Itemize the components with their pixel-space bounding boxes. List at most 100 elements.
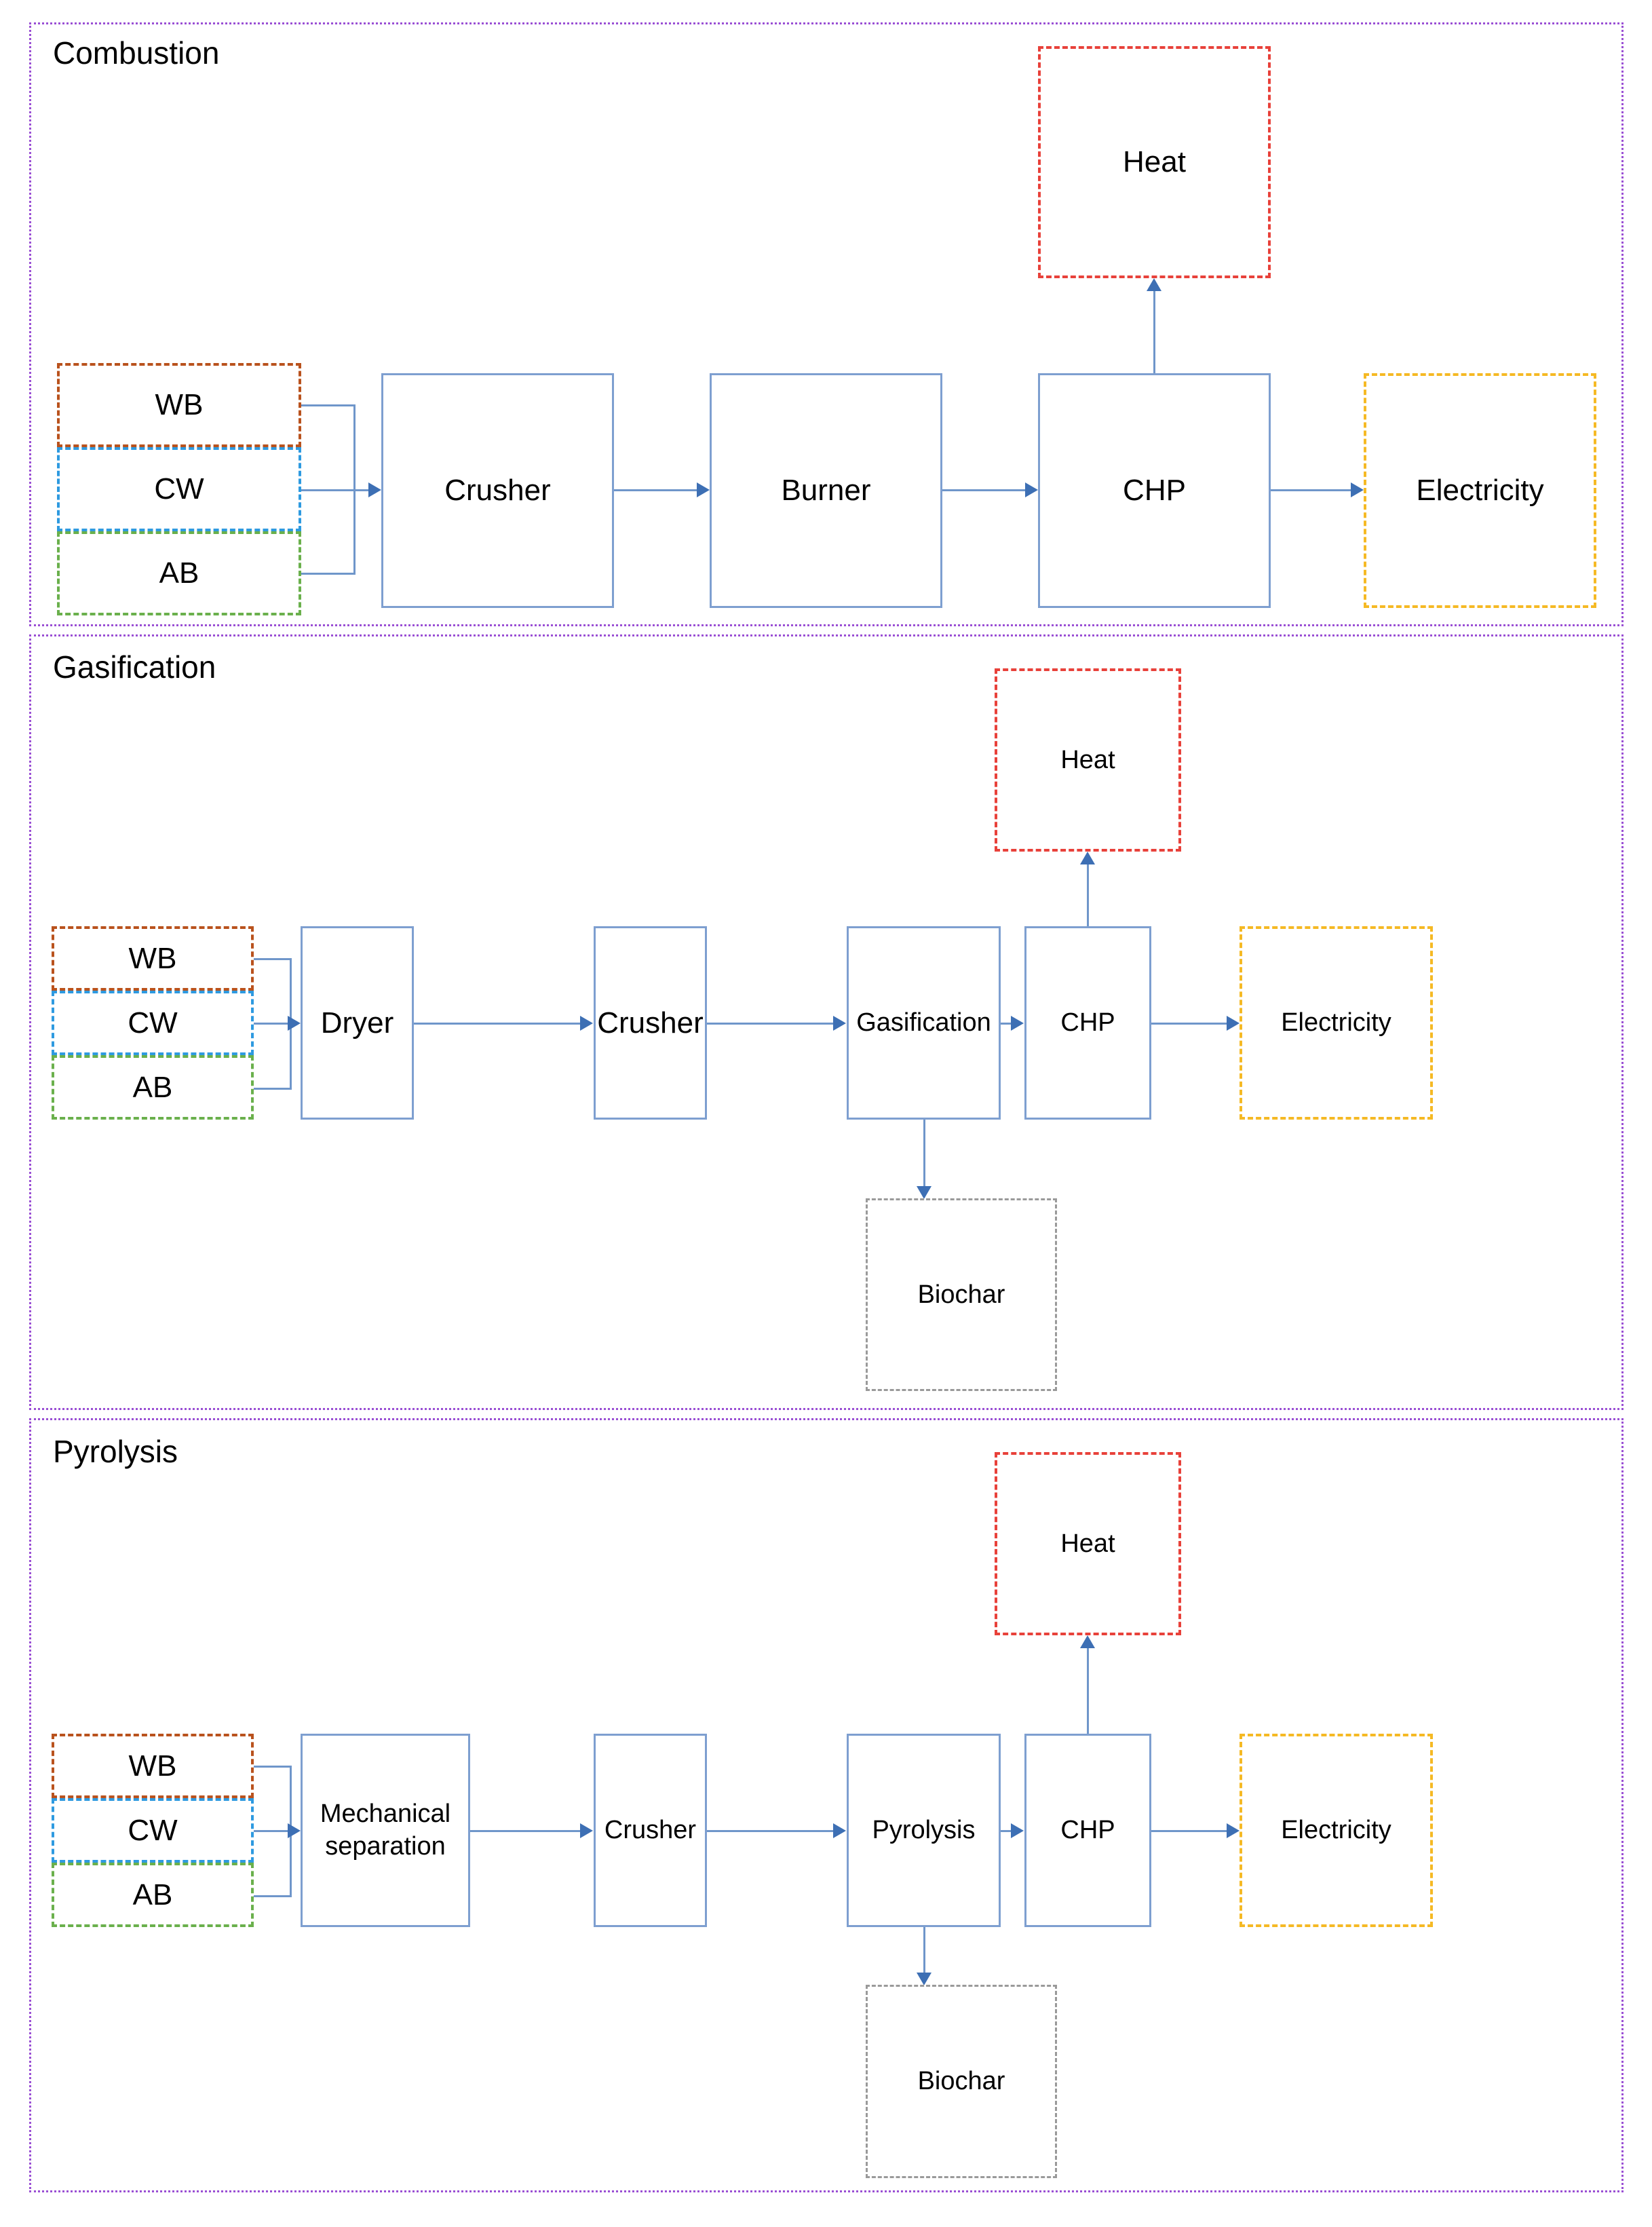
connector-wb-pyrolysis bbox=[254, 1766, 292, 1768]
process-burner-combustion[interactable]: Burner bbox=[710, 373, 942, 608]
process-chp-combustion[interactable]: CHP bbox=[1038, 373, 1271, 608]
connector-ab-gasification bbox=[254, 1088, 292, 1090]
arrowhead-feed-dryer-gasification bbox=[288, 1016, 301, 1031]
feedstock-wb-label: WB bbox=[128, 1749, 177, 1783]
arrowhead-chp-heat-pyrolysis bbox=[1080, 1635, 1095, 1648]
arrowhead-chp-electricity-combustion bbox=[1351, 482, 1364, 497]
feedstock-wb-gasification[interactable]: WB bbox=[52, 926, 254, 991]
arrowhead-chp-electricity-pyrolysis bbox=[1227, 1823, 1240, 1838]
process-chp-gasification[interactable]: CHP bbox=[1024, 926, 1151, 1120]
feedstock-cw-label: CW bbox=[128, 1813, 178, 1847]
arrowhead-feed-mechsep-pyrolysis bbox=[288, 1823, 301, 1838]
output-biochar-gasification[interactable]: Biochar bbox=[866, 1198, 1057, 1391]
panel-combustion bbox=[29, 22, 1624, 626]
connector-burner-chp-combustion bbox=[942, 489, 1025, 491]
arrowhead-crusher-pyrolyzer-pyrolysis bbox=[833, 1823, 846, 1838]
connector-chp-heat-combustion bbox=[1153, 291, 1155, 373]
connector-crusher-burner-combustion bbox=[614, 489, 697, 491]
output-heat-label: Heat bbox=[1123, 145, 1186, 178]
process-dryer-label: Dryer bbox=[320, 1006, 394, 1040]
arrowhead-gasifier-chp-gasification bbox=[1011, 1016, 1024, 1031]
connector-wb-combustion bbox=[301, 404, 356, 406]
arrowhead-burner-chp-combustion bbox=[1025, 482, 1038, 497]
arrowhead-pyrolyzer-chp-pyrolysis bbox=[1011, 1823, 1024, 1838]
process-chp-label: CHP bbox=[1060, 1008, 1115, 1037]
output-heat-combustion[interactable]: Heat bbox=[1038, 46, 1271, 278]
feedstock-ab-label: AB bbox=[132, 1070, 173, 1104]
connector-feed-to-dryer-gasification bbox=[254, 1023, 288, 1025]
arrowhead-crusher-gasifier-gasification bbox=[833, 1016, 846, 1031]
output-electricity-combustion[interactable]: Electricity bbox=[1364, 373, 1596, 608]
process-dryer-gasification[interactable]: Dryer bbox=[301, 926, 414, 1120]
process-crusher-gasification[interactable]: Crusher bbox=[594, 926, 707, 1120]
panel-title-gasification: Gasification bbox=[53, 649, 216, 685]
feedstock-wb-combustion[interactable]: WB bbox=[57, 363, 301, 447]
feedstock-wb-pyrolysis[interactable]: WB bbox=[52, 1734, 254, 1798]
output-electricity-label: Electricity bbox=[1416, 474, 1544, 507]
output-heat-gasification[interactable]: Heat bbox=[995, 668, 1181, 852]
process-crusher-label: Crusher bbox=[597, 1006, 704, 1040]
process-gasification-gasification[interactable]: Gasification bbox=[847, 926, 1001, 1120]
process-crusher-combustion[interactable]: Crusher bbox=[381, 373, 614, 608]
output-biochar-label: Biochar bbox=[917, 1280, 1005, 1309]
panel-pyrolysis bbox=[29, 1418, 1624, 2192]
process-chp-pyrolysis[interactable]: CHP bbox=[1024, 1734, 1151, 1927]
arrowhead-feed-crusher-combustion bbox=[368, 482, 381, 497]
connector-wb-gasification bbox=[254, 958, 292, 960]
feedstock-cw-label: CW bbox=[128, 1006, 178, 1040]
connector-gasifier-biochar-gasification bbox=[923, 1120, 925, 1186]
connector-dryer-crusher-gasification bbox=[414, 1023, 580, 1025]
process-mechanical-separation-label-line1: Mechanical bbox=[320, 1800, 451, 1828]
connector-feed-to-crusher-combustion bbox=[301, 489, 369, 491]
process-crusher-pyrolysis[interactable]: Crusher bbox=[594, 1734, 707, 1927]
connector-crusher-pyrolyzer-pyrolysis bbox=[707, 1830, 833, 1832]
connector-chp-electricity-combustion bbox=[1271, 489, 1351, 491]
feedstock-ab-gasification[interactable]: AB bbox=[52, 1055, 254, 1120]
output-biochar-label: Biochar bbox=[917, 2067, 1005, 2095]
feedstock-cw-pyrolysis[interactable]: CW bbox=[52, 1798, 254, 1863]
connector-chp-heat-gasification bbox=[1087, 864, 1089, 926]
process-chp-label: CHP bbox=[1060, 1816, 1115, 1844]
connector-chp-heat-pyrolysis bbox=[1087, 1648, 1089, 1734]
feedstock-ab-combustion[interactable]: AB bbox=[57, 531, 301, 615]
process-mechanical-separation-pyrolysis[interactable]: Mechanical separation bbox=[301, 1734, 470, 1927]
arrowhead-dryer-crusher-gasification bbox=[580, 1016, 593, 1031]
output-electricity-pyrolysis[interactable]: Electricity bbox=[1240, 1734, 1433, 1927]
feedstock-wb-label: WB bbox=[128, 941, 177, 975]
connector-ab-pyrolysis bbox=[254, 1895, 292, 1897]
connector-crusher-gasifier-gasification bbox=[707, 1023, 833, 1025]
connector-ab-combustion bbox=[301, 573, 356, 575]
process-pyrolysis-pyrolysis[interactable]: Pyrolysis bbox=[847, 1734, 1001, 1927]
process-gasification-label: Gasification bbox=[856, 1008, 991, 1037]
process-chp-label: CHP bbox=[1123, 474, 1186, 507]
connector-mechsep-crusher-pyrolysis bbox=[470, 1830, 580, 1832]
connector-pyrolyzer-biochar-pyrolysis bbox=[923, 1927, 925, 1973]
connector-gasifier-chp-gasification bbox=[1001, 1023, 1011, 1025]
panel-gasification bbox=[29, 634, 1624, 1410]
connector-bus-out-combustion bbox=[353, 489, 368, 491]
arrowhead-chp-heat-gasification bbox=[1080, 852, 1095, 864]
feedstock-wb-label: WB bbox=[155, 388, 204, 421]
arrowhead-gasifier-biochar-gasification bbox=[917, 1186, 931, 1199]
output-biochar-pyrolysis[interactable]: Biochar bbox=[866, 1985, 1057, 2178]
feedstock-cw-combustion[interactable]: CW bbox=[57, 447, 301, 531]
connector-chp-electricity-pyrolysis bbox=[1151, 1830, 1227, 1832]
feedstock-cw-label: CW bbox=[154, 472, 204, 506]
connector-feed-to-mechsep-pyrolysis bbox=[254, 1830, 288, 1832]
process-crusher-label: Crusher bbox=[444, 474, 551, 507]
feedstock-ab-pyrolysis[interactable]: AB bbox=[52, 1863, 254, 1927]
output-heat-label: Heat bbox=[1060, 745, 1115, 774]
connector-pyrolyzer-chp-pyrolysis bbox=[1001, 1830, 1011, 1832]
process-burner-label: Burner bbox=[781, 474, 871, 507]
arrowhead-chp-heat-combustion bbox=[1147, 278, 1161, 291]
output-electricity-label: Electricity bbox=[1281, 1008, 1391, 1037]
process-mechanical-separation-label-line2: separation bbox=[325, 1831, 446, 1861]
process-crusher-label: Crusher bbox=[604, 1816, 697, 1844]
output-heat-label: Heat bbox=[1060, 1529, 1115, 1558]
panel-title-combustion: Combustion bbox=[53, 35, 220, 71]
output-heat-pyrolysis[interactable]: Heat bbox=[995, 1452, 1181, 1635]
feedstock-cw-gasification[interactable]: CW bbox=[52, 991, 254, 1055]
output-electricity-gasification[interactable]: Electricity bbox=[1240, 926, 1433, 1120]
feedstock-ab-label: AB bbox=[132, 1878, 173, 1911]
arrowhead-crusher-burner-combustion bbox=[697, 482, 710, 497]
